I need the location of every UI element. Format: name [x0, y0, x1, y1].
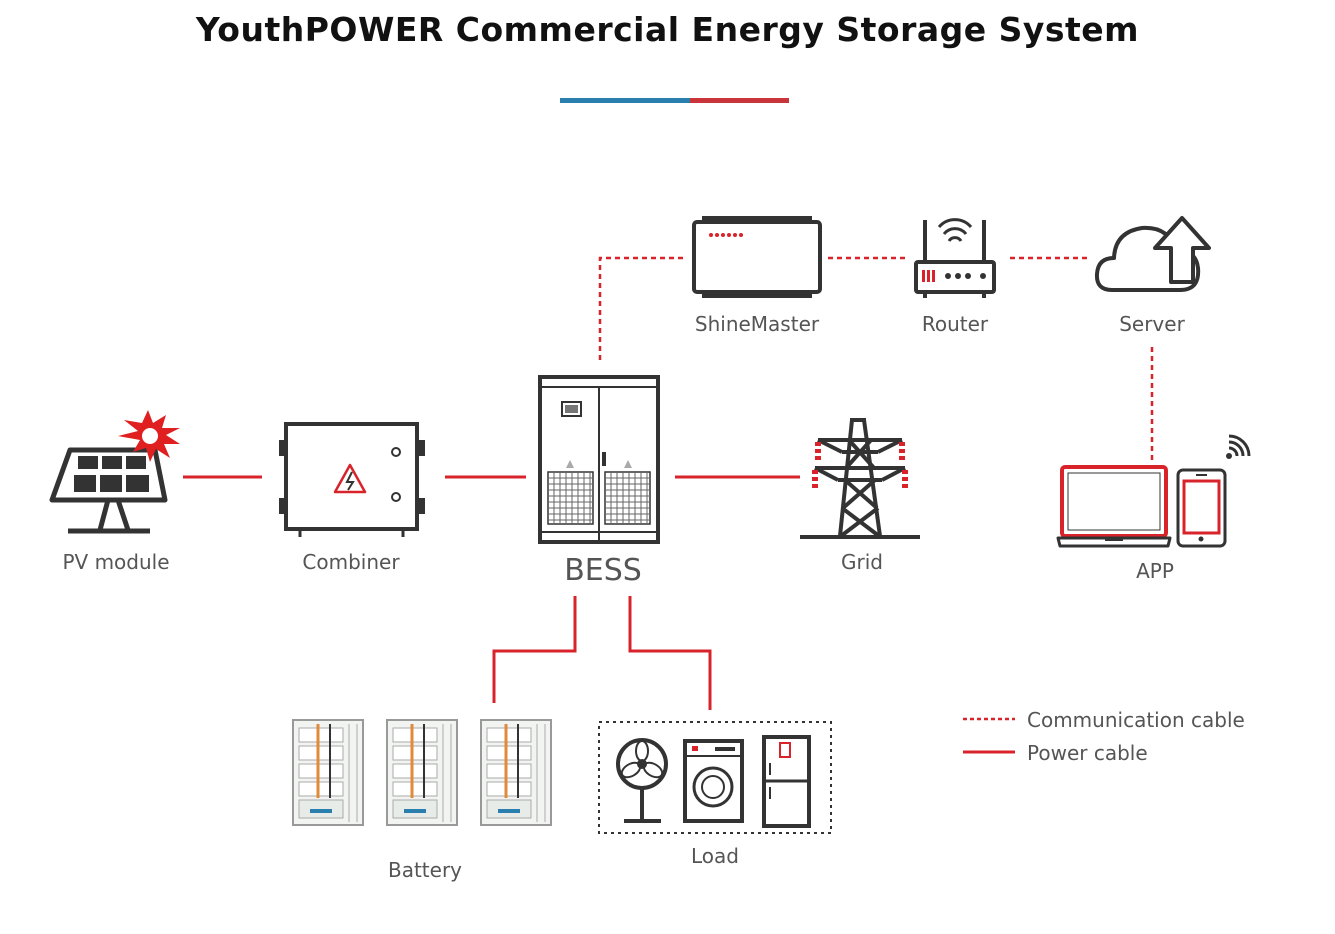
- router-label: Router: [922, 312, 989, 336]
- grid-label: Grid: [841, 550, 883, 574]
- combiner-label: Combiner: [302, 550, 400, 574]
- sun-burst-icon: [118, 410, 180, 462]
- legend-communication-label: Communication cable: [1027, 708, 1245, 732]
- insulators-icon: [812, 442, 908, 488]
- solar-panel-icon: [49, 447, 168, 534]
- datalogger-icon: [692, 216, 822, 298]
- load-label: Load: [691, 844, 739, 868]
- appliances-icon: [598, 721, 832, 834]
- legend-power-label: Power cable: [1027, 741, 1148, 765]
- shinemaster-label: ShineMaster: [695, 312, 820, 336]
- power-cable-bess-load: [628, 596, 712, 710]
- battery-rack-3: [480, 719, 552, 826]
- battery-rack-1: [292, 719, 364, 826]
- bess-label: BESS: [564, 553, 642, 588]
- app-label: APP: [1136, 559, 1174, 583]
- power-cables: [183, 475, 800, 710]
- server-label: Server: [1119, 312, 1185, 336]
- router-icon: [914, 218, 996, 298]
- battery-label: Battery: [388, 858, 462, 882]
- power-tower-icon: [800, 418, 920, 539]
- fan-icon: [616, 738, 668, 823]
- battery-rack-2: [386, 719, 458, 826]
- battery-rack-icon: [292, 719, 552, 826]
- laptop-phone-icon: [1056, 465, 1227, 548]
- communication-cables: [598, 256, 1154, 460]
- legend: Communication cable Power cable: [963, 708, 1245, 765]
- pv-module-label: PV module: [62, 550, 169, 574]
- wifi-signal-icon: [1226, 434, 1251, 459]
- cloud-upload-icon: [1094, 216, 1211, 292]
- bess-cabinet-icon: [538, 375, 660, 544]
- page-title: YouthPOWER Commercial Energy Storage Sys…: [195, 10, 1140, 49]
- combiner-box-icon: [279, 422, 425, 537]
- refrigerator-icon: [762, 735, 811, 828]
- washing-machine-icon: [683, 739, 744, 823]
- title-underline-red: [690, 98, 789, 103]
- comm-cable-bess-shinemaster: [598, 256, 683, 360]
- power-cable-bess-battery: [492, 596, 577, 703]
- title-underline-blue: [560, 98, 690, 103]
